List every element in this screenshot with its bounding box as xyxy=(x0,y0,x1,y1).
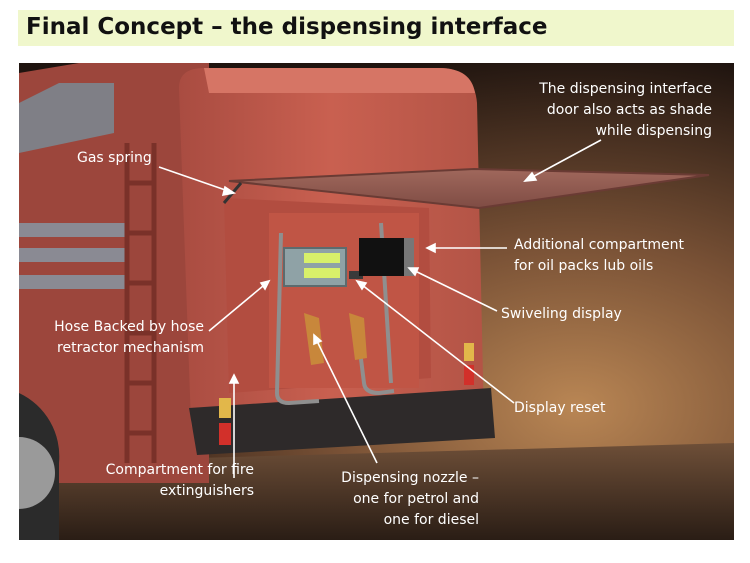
cab-grille-1 xyxy=(19,223,129,237)
title-bar: Final Concept – the dispensing interface xyxy=(18,10,734,46)
rear-roof xyxy=(204,68,475,93)
arrow-display-reset xyxy=(356,280,515,404)
tail-light-right-bottom xyxy=(464,365,474,385)
cab-grille-2 xyxy=(19,248,129,262)
label-display-reset: Display reset xyxy=(514,400,606,416)
arrow-door-shade xyxy=(524,139,602,182)
arrowhead-display-reset xyxy=(355,279,368,291)
front-wheel-hub xyxy=(19,437,55,509)
arrow-dispensing-nozzle xyxy=(313,334,378,464)
display-screen-top xyxy=(304,253,340,263)
shade-door xyxy=(228,167,710,210)
nozzle-right xyxy=(349,313,367,360)
rear-bumper xyxy=(189,388,495,455)
display-screen-bottom xyxy=(304,268,340,278)
cab-window xyxy=(19,83,114,153)
arrowhead-swiveling-display xyxy=(407,267,420,277)
side-ladder xyxy=(124,143,157,463)
label-dispensing-nozzle: Dispensing nozzle – one for petrol and o… xyxy=(341,470,479,528)
label-door-shade: The dispensing interface door also acts … xyxy=(539,81,712,139)
cab-grille-3 xyxy=(19,275,129,289)
display-reset-button xyxy=(349,271,363,279)
arrowhead-door-shade xyxy=(523,171,538,182)
render-scene: The dispensing interface door also acts … xyxy=(19,63,734,540)
arrow-hose xyxy=(208,280,270,332)
oil-compartment xyxy=(359,238,411,276)
arrowhead-additional-compartment xyxy=(425,242,436,254)
tail-light-left-top xyxy=(219,398,231,418)
hose-left xyxy=(274,232,320,406)
arrow-swiveling-display xyxy=(408,267,498,312)
page-title: Final Concept – the dispensing interface xyxy=(26,14,548,40)
label-fire-extinguisher-compartment: Compartment for fire extinguishers xyxy=(105,462,254,499)
label-additional-compartment: Additional compartment for oil packs lub… xyxy=(514,237,684,274)
oil-compartment-side xyxy=(404,238,414,276)
arrow-gas-spring xyxy=(158,166,235,194)
label-swiveling-display: Swiveling display xyxy=(501,306,622,322)
tail-light-right-top xyxy=(464,343,474,361)
arrowhead-gas-spring xyxy=(221,185,237,197)
label-hose-backed: Hose Backed by hose retractor mechanism xyxy=(54,319,204,356)
tail-light-left-bottom xyxy=(219,423,231,445)
arrowhead-fire-extinguisher xyxy=(228,373,240,384)
arrowhead-hose xyxy=(259,279,271,291)
hose-mid xyxy=(357,342,395,396)
truck-render xyxy=(19,63,734,540)
label-gas-spring: Gas spring xyxy=(77,150,152,166)
arrowhead-dispensing-nozzle xyxy=(313,333,323,346)
